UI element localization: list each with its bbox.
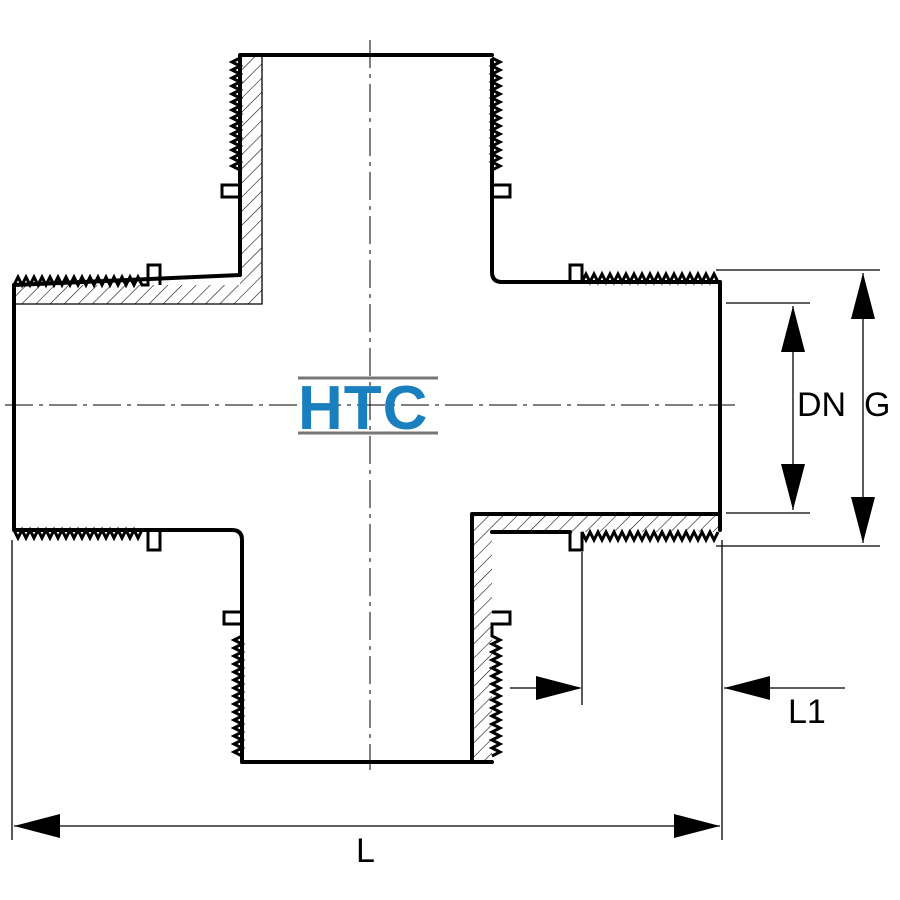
hatch-top-left-wall [14, 55, 262, 304]
threads [12, 56, 720, 758]
top-branch-right-wall [490, 58, 722, 284]
thread-right-upper [568, 263, 720, 286]
htc-logo: HTC [298, 374, 438, 443]
thread-top-right [488, 56, 512, 199]
g-arrow-top [851, 273, 875, 319]
l1-arrow-right [724, 676, 770, 700]
l1-label: L1 [788, 693, 826, 731]
thread-left-lower [12, 526, 162, 552]
thread-left-upper [12, 263, 162, 289]
dn-arrow-bottom [781, 464, 805, 510]
logo-text: HTC [298, 374, 428, 443]
bottom-branch-left-wall [12, 528, 244, 764]
dimensions: DN G L1 L [11, 269, 890, 870]
dn-arrow-top [781, 306, 805, 352]
l1-arrow-left [536, 676, 582, 700]
thread-bottom-right [488, 610, 512, 758]
g-arrow-bottom [851, 497, 875, 543]
thread-right-lower [568, 528, 720, 552]
l-arrow-left [14, 814, 60, 838]
g-label: G [864, 386, 890, 424]
top-branch-left-wall [12, 53, 242, 287]
thread-bottom-left [222, 610, 246, 758]
l-arrow-right [674, 814, 720, 838]
bottom-branch-right-wall [470, 512, 722, 764]
hatch-bottom-right-wall [472, 514, 720, 762]
dn-label: DN [797, 386, 846, 424]
l-label: L [356, 832, 375, 870]
thread-top-left [220, 56, 244, 199]
centerlines [5, 40, 735, 770]
